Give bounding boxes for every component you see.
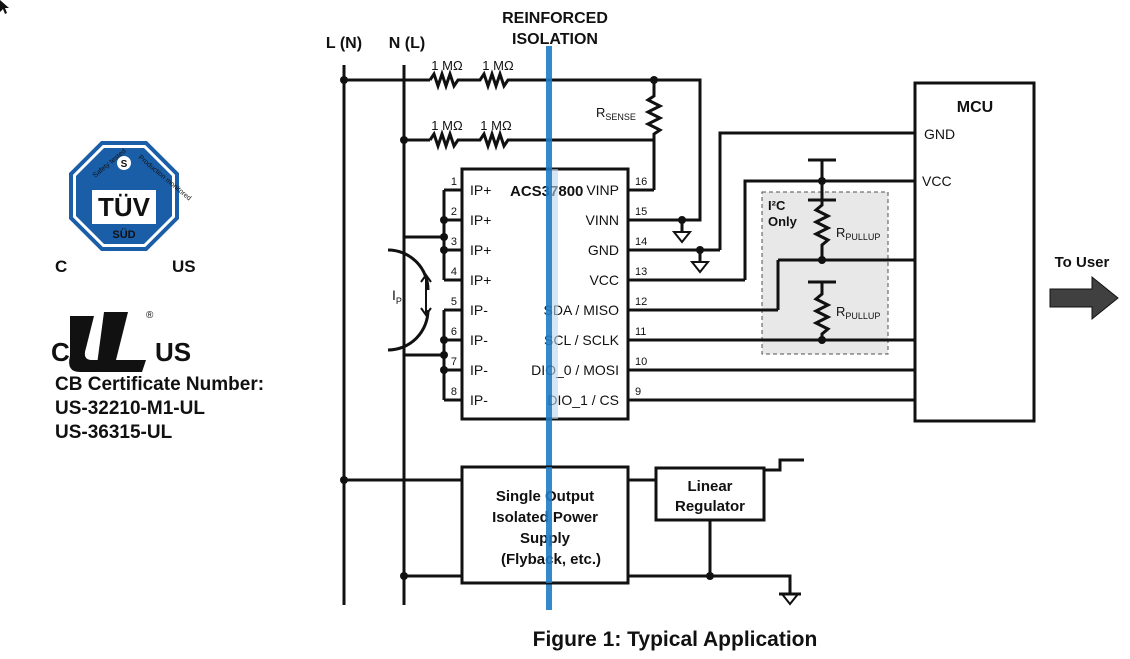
svg-text:S: S (121, 159, 128, 170)
regulator-line-1: Linear (687, 478, 732, 495)
ic-pin-label: GND (588, 242, 619, 258)
ic-pin-label: IP+ (470, 242, 491, 258)
ic-pin-label: IP- (470, 392, 488, 408)
ic-pin-number: 6 (451, 326, 457, 338)
pullup-label-1: RPULLUP (836, 225, 880, 242)
resistor-1-label: 1 MΩ (431, 58, 463, 73)
ic-pin-label: IP+ (470, 212, 491, 228)
ul-c-text: C (51, 337, 70, 367)
resistor-4-label: 1 MΩ (480, 118, 512, 133)
mcu-vcc-label: VCC (922, 173, 952, 189)
isolation-barrier (546, 46, 552, 610)
cb-certificate-title: CB Certificate Number: (55, 374, 265, 395)
ic-pin-number: 10 (635, 356, 647, 368)
mouse-cursor-icon (0, 0, 9, 14)
power-supply-line-1: Single Output (496, 488, 594, 505)
isolation-label-2: ISOLATION (512, 31, 598, 48)
ic-pin-label: DIO_0 / MOSI (531, 362, 619, 378)
ic-body (460, 167, 630, 421)
ic-pin-label: SDA / MISO (544, 302, 620, 318)
to-user-label: To User (1055, 254, 1110, 271)
ic-pin-number: 16 (635, 176, 647, 188)
ground-icon (689, 261, 711, 274)
current-label: IP (392, 287, 402, 306)
ic-pin-number: 8 (451, 386, 457, 398)
neutral-label: N (L) (389, 35, 425, 52)
ic-pin-label: IP- (470, 362, 488, 378)
mcu-title: MCU (957, 99, 993, 116)
ic-pin-label: VCC (589, 272, 619, 288)
current-arrow-icon (420, 273, 432, 317)
ic-pin-number: 1 (451, 176, 457, 188)
pullup-label-2: RPULLUP (836, 304, 880, 321)
regulator-line-2: Regulator (675, 498, 745, 515)
ic-pin-number: 14 (635, 236, 647, 248)
ic-pin-number: 9 (635, 386, 641, 398)
ic-pin-number: 7 (451, 356, 457, 368)
ic-pin-label: VINP (586, 182, 619, 198)
i2c-label-2: Only (768, 214, 798, 229)
ic-pin-number: 11 (635, 326, 646, 338)
resistor-2-label: 1 MΩ (482, 58, 514, 73)
ic-pin-number: 3 (451, 236, 457, 248)
ground-icon (779, 593, 801, 606)
ul-logo: C US ® (51, 310, 191, 372)
ic-pin-label: IP+ (470, 182, 491, 198)
cb-certificate: CB Certificate Number: US-32210-M1-UL US… (55, 373, 264, 445)
ic-pin-label: IP- (470, 332, 488, 348)
resistor-3-label: 1 MΩ (431, 118, 463, 133)
tuv-main-text: TÜV (98, 192, 151, 222)
tuv-sud-logo: TÜV SÜD S Safety tested Production monit… (55, 141, 196, 276)
figure-caption: Figure 1: Typical Application (533, 628, 818, 651)
power-supply-box (460, 465, 630, 585)
ground-icon (671, 231, 693, 244)
cb-certificate-number-2: US-36315-UL (55, 422, 173, 443)
ic-pin-number: 12 (635, 296, 647, 308)
ic-pin-number: 13 (635, 266, 647, 278)
mcu-gnd-label: GND (924, 126, 955, 142)
isolation-label-1: REINFORCED (502, 10, 608, 27)
linear-regulator-box (654, 466, 766, 522)
power-supply-line-3: Supply (520, 530, 571, 547)
ul-registered-mark: ® (146, 310, 154, 321)
to-user-arrow-icon (1049, 275, 1119, 321)
mcu-box (913, 81, 1036, 423)
ic-pin-label: SCL / SCLK (544, 332, 620, 348)
ic-pin-label: IP+ (470, 272, 491, 288)
tuv-us-text: US (172, 257, 196, 276)
rsense-label: RSENSE (596, 105, 636, 122)
ic-pin-number: 4 (451, 266, 457, 278)
i2c-label-1: I²C (768, 198, 786, 213)
tuv-c-text: C (55, 257, 67, 276)
ic-pin-number: 15 (635, 206, 647, 218)
ic-pin-label: IP- (470, 302, 488, 318)
live-label: L (N) (326, 35, 362, 52)
ic-pin-label: VINN (586, 212, 619, 228)
ic-pin-number: 5 (451, 296, 457, 308)
ic-pin-number: 2 (451, 206, 457, 218)
ic-pin-label: DIO_1 / CS (547, 392, 619, 408)
tuv-sub-text: SÜD (112, 228, 135, 241)
power-supply-line-2: Isolated Power (492, 509, 598, 526)
cb-certificate-number-1: US-32210-M1-UL (55, 398, 205, 419)
ul-us-text: US (155, 337, 191, 367)
